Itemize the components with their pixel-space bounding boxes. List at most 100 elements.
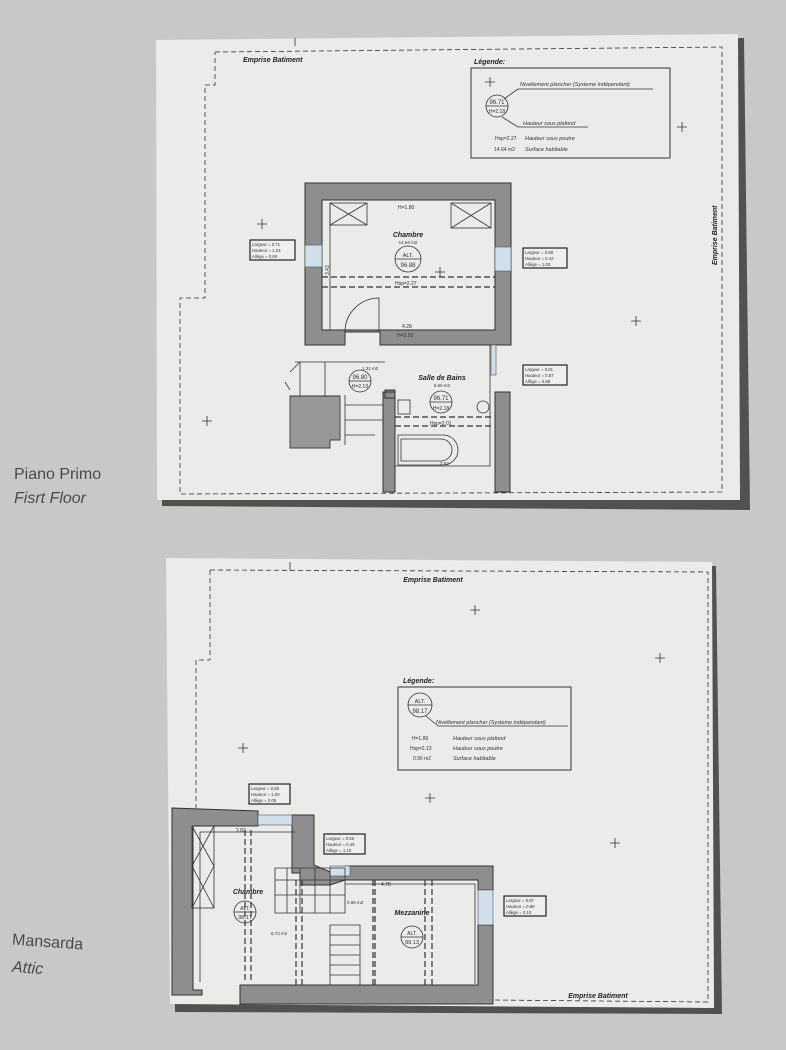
cross-icon: [485, 77, 495, 87]
hall-alt: 96.80: [352, 375, 368, 381]
hall-and-stairs: 1.32 m2 96.80 H=2.13: [284, 361, 385, 449]
emprise-label-side: Emprise Batiment: [712, 205, 719, 265]
leader-line: [503, 88, 653, 100]
window-sill: Allège = 1.00: [525, 262, 551, 267]
salle-de-bains-room: 2.52 Salle de Bains 5.66 m2 96.71 H=2.18…: [382, 344, 511, 493]
legend-sample-h: H=2.18: [489, 109, 505, 115]
legend-area-value: 14.64 m2: [494, 147, 515, 153]
bathtub-inner: [400, 438, 453, 462]
legend-box: [397, 686, 572, 771]
legend-level-label: Nivellement plancher (Systeme indépendan…: [436, 720, 546, 726]
window-height: Hauteur = 0.42: [525, 256, 554, 261]
survey-cross-icons: [202, 38, 687, 426]
window-info-box: Largeur = 0.88 Hauteur = 0.42 Allège = 1…: [522, 247, 568, 269]
info-box-frame: [522, 247, 568, 269]
chambre-name: Chambre: [393, 232, 423, 239]
mezzanine-alt-label: ALT.: [407, 931, 417, 937]
skylight: [450, 202, 492, 229]
window: [477, 889, 494, 926]
skylight-cross: [329, 202, 492, 229]
chambre-area: 6.73 m2: [271, 931, 288, 936]
window-height: Hauteur = 0.40: [326, 842, 355, 847]
chambre-room: H=1.80 Chambre 14.64 m2 ALT. 96.88 Hsp=2…: [304, 182, 512, 346]
info-box-frame: [503, 895, 547, 917]
chambre-width: 4.28: [402, 324, 412, 330]
legend: Légende: Nivellement plancher (Systeme i…: [470, 59, 671, 159]
window: [494, 246, 512, 272]
survey-cross-icons: [238, 562, 665, 848]
bath-width: 2.52: [440, 461, 449, 466]
window-sill: Allège = 0.05: [251, 798, 277, 803]
legend-title: Légende:: [474, 59, 505, 66]
mezzanine-alt: 99.13: [405, 940, 419, 946]
legend: Légende: ALT. 98.17 Nivellement plancher…: [397, 678, 572, 771]
window-width: Largeur = 0.71: [252, 242, 281, 247]
window-info-box: Largeur = 0.87 Hauteur = 0.80 Allège = 0…: [503, 895, 547, 917]
caption-first-floor-english-text: Fisrt Floor: [14, 490, 86, 507]
window-sill: Allège = 0.10: [506, 910, 532, 915]
chambre-name: Chambre: [233, 889, 263, 896]
hall-h: H=2.13: [352, 384, 368, 390]
window: [257, 814, 293, 826]
attic-rooms: 2.82 4.78 Chambre ALT. 98.17 6.73 m2 0.9…: [171, 807, 494, 1005]
stairs-lower: [329, 924, 361, 986]
legend-area-label: Surface habitable: [453, 756, 496, 762]
chambre-h-bottom: H=2.50: [397, 333, 413, 339]
legend-sample-alt: 96.71: [489, 100, 505, 106]
bath-area: 5.66 m2: [434, 383, 451, 388]
chambre-alt-label: ALT.: [240, 906, 250, 912]
storage-unit: [191, 825, 215, 909]
bath-name: Salle de Bains: [418, 375, 466, 382]
window-width: Largeur = 0.88: [525, 250, 554, 255]
caption-first-floor-italian: Piano Primo: [14, 466, 102, 483]
bath-hsp: Hsp=2.01: [430, 421, 452, 427]
emprise-label-top: Emprise Batiment: [243, 57, 303, 64]
emprise-label-top: Emprise Batiment: [403, 577, 463, 584]
stair-lines: [290, 361, 385, 445]
first-floor-sheet: Emprise Batiment Emprise Batiment Légend…: [156, 34, 750, 510]
window-info-box: Largeur = 0.88 Hauteur = 1.00 Allège = 0…: [248, 783, 291, 805]
chambre-depth: 3.43: [325, 265, 331, 275]
mezzanine-width: 4.78: [381, 882, 391, 888]
chambre-h-top: H=1.80: [398, 205, 414, 211]
mezzanine-name: Mezzanine: [394, 910, 429, 917]
window-sill: Allège = 1.10: [326, 848, 352, 853]
chambre-alt: 96.88: [400, 263, 416, 269]
window-width: Largeur = 0.87: [506, 898, 535, 903]
toilet-icon: [397, 399, 411, 415]
legend-box: [470, 67, 671, 159]
legend-h-label: Hauteur sous plafond: [453, 736, 506, 742]
legend-level-label: Nivellement plancher (Systeme indépendan…: [520, 82, 630, 88]
emprise-label-bottom: Emprise Batiment: [568, 993, 628, 1000]
chambre-hsp: Hsp=2.27: [395, 281, 417, 287]
window-width: Largeur = 0.81: [525, 367, 554, 372]
bath-alt: 96.71: [433, 396, 449, 402]
building-footprint: [209, 569, 709, 1003]
stairs-upper: [274, 867, 346, 914]
legend-area-value: 0.96 m2: [413, 756, 431, 762]
leader-line: [425, 715, 568, 727]
window: [329, 865, 351, 877]
window: [304, 244, 323, 268]
window: [490, 344, 497, 376]
window-width: Largeur = 0.88: [251, 786, 280, 791]
legend-hsp-label: Hauteur sous poutre: [525, 136, 575, 142]
chambre-width: 2.82: [236, 828, 246, 834]
window-info-box: Largeur = 0.81 Hauteur = 0.87 Allège = 0…: [522, 364, 568, 386]
window-width: Largeur = 0.55: [326, 836, 355, 841]
legend-title: Légende:: [403, 678, 434, 685]
legend-area-label: Surface habitable: [525, 147, 568, 153]
leader-line: [501, 116, 588, 128]
bathtub-icon: [397, 434, 459, 466]
beam-lines: [244, 830, 433, 985]
info-box-frame: [323, 833, 366, 855]
stair-edge: [284, 361, 301, 391]
window-info-box: Largeur = 0.71 Hauteur = 1.03 Allège = 0…: [249, 239, 296, 261]
chambre-alt: 98.17: [238, 915, 252, 921]
bath-h: H=2.18: [433, 406, 449, 412]
info-box-frame: [248, 783, 291, 805]
legend-alt-label: ALT.: [415, 699, 426, 705]
door-swing: [344, 297, 380, 333]
sheet-paper: [156, 34, 740, 500]
